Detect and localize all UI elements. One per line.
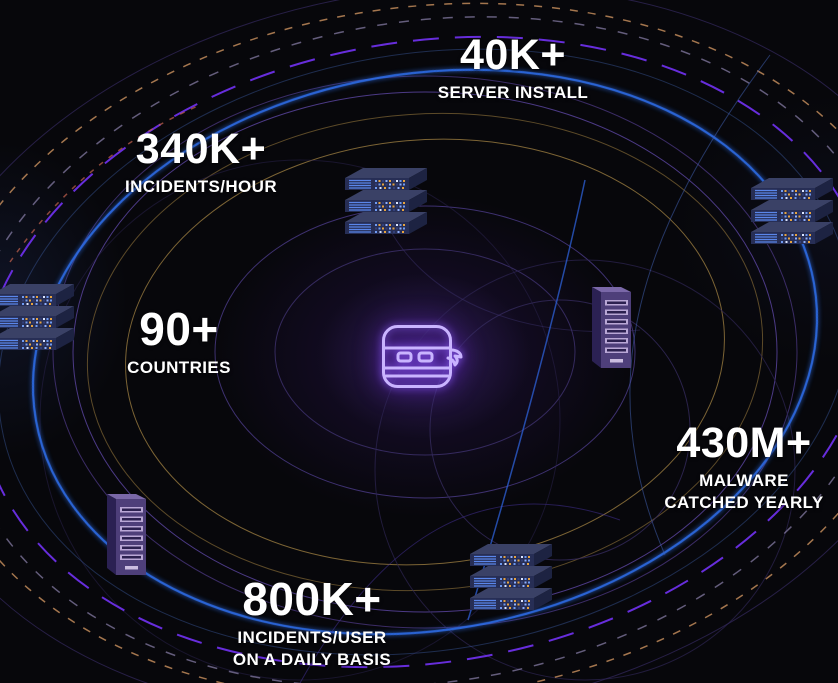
stat-label: SERVER INSTALL bbox=[437, 83, 589, 102]
stat-countries: 90+ COUNTRIES bbox=[127, 306, 231, 379]
stat-value: 800K+ bbox=[242, 573, 382, 625]
rack-server-icon bbox=[751, 178, 833, 244]
ninja-eye bbox=[396, 351, 413, 363]
rack-server-icon bbox=[345, 168, 427, 234]
stat-label: MALWARE CATCHED YEARLY bbox=[664, 470, 823, 514]
stat-malware-catched: 430M+ MALWARE CATCHED YEARLY bbox=[664, 422, 823, 514]
stat-label-line: INCIDENTS/USER bbox=[237, 628, 387, 647]
tower-server-icon bbox=[107, 494, 146, 575]
stat-label-line: CATCHED YEARLY bbox=[664, 492, 824, 512]
stat-label: COUNTRIES bbox=[127, 358, 231, 377]
stat-label: INCIDENTS/USER ON A DAILY BASIS bbox=[233, 627, 391, 671]
stat-label-line: MALWARE bbox=[699, 471, 789, 490]
stat-incidents-hour: 340K+ INCIDENTS/HOUR bbox=[125, 128, 277, 198]
tower-server-icon bbox=[592, 287, 631, 368]
ninja-head bbox=[382, 325, 452, 388]
stat-label-line: ON A DAILY BASIS bbox=[232, 649, 392, 669]
ninja-bandana-knot bbox=[446, 348, 463, 367]
rack-server-icon bbox=[470, 544, 552, 610]
ninja-mascot-icon bbox=[382, 325, 463, 388]
stat-value: 90+ bbox=[139, 303, 219, 355]
rack-server-icon bbox=[0, 284, 74, 350]
stat-value: 40K+ bbox=[460, 31, 566, 79]
stat-value: 430M+ bbox=[676, 419, 812, 467]
stat-value: 340K+ bbox=[135, 125, 267, 173]
stat-label: INCIDENTS/HOUR bbox=[125, 177, 277, 196]
stat-incidents-user: 800K+ INCIDENTS/USER ON A DAILY BASIS bbox=[233, 576, 391, 671]
ninja-eye bbox=[417, 351, 434, 363]
stat-server-install: 40K+ SERVER INSTALL bbox=[438, 34, 588, 104]
